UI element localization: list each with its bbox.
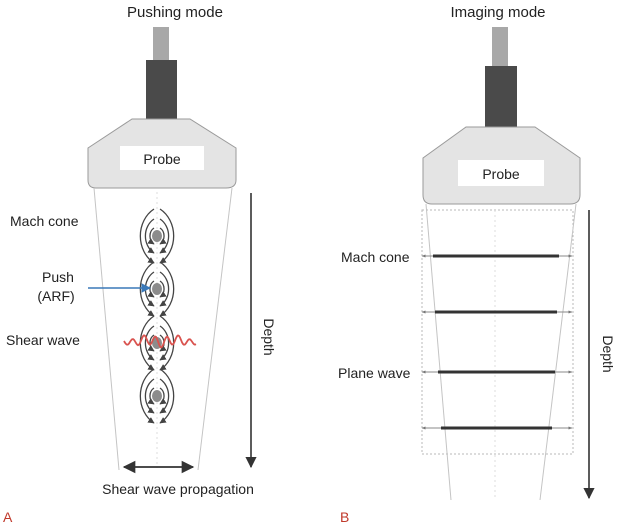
- panel-a-letter: A: [3, 509, 13, 525]
- mach-cone-label: Mach cone: [10, 213, 79, 229]
- probe-b: Probe: [422, 27, 581, 205]
- panel-b-letter: B: [340, 509, 349, 525]
- mach-cone-arc: [139, 261, 155, 317]
- probe-label-box: [458, 160, 544, 186]
- mach-cone-arc: [159, 368, 175, 424]
- mach-cone-arc: [147, 227, 155, 245]
- plane-wave-label: Plane wave: [338, 365, 411, 381]
- imaging-region: [421, 209, 574, 455]
- probe-cable: [492, 27, 508, 67]
- mach-cone-arc: [144, 325, 155, 361]
- mach-cone-arc: [144, 218, 155, 254]
- mach-cone-arc: [159, 208, 175, 264]
- beam-outline-b: [425, 203, 577, 501]
- mach-cone-arc: [159, 271, 170, 307]
- probe-label-box: [120, 146, 204, 170]
- mach-cone-arc: [147, 334, 155, 352]
- panel-b: Imaging mode Probe Mach con: [338, 4, 616, 525]
- push-label: Push: [42, 269, 74, 285]
- mach-cone-arc: [159, 280, 167, 298]
- mach-cone-arc: [147, 387, 155, 405]
- mach-cone-arc: [159, 387, 167, 405]
- probe-handle: [146, 60, 177, 120]
- panel-a: Pushing mode Probe Mach co: [3, 4, 277, 525]
- plane-waves: [421, 254, 573, 430]
- mach-cone-arc: [139, 368, 155, 424]
- probe-label: Probe: [143, 151, 181, 167]
- probe-label: Probe: [482, 166, 520, 182]
- mach-cone-arc: [159, 325, 170, 361]
- mach-cone-arc: [159, 261, 175, 317]
- depth-label-b: Depth: [600, 335, 616, 372]
- probe-a: Probe: [87, 27, 237, 189]
- panel-a-title: Pushing mode: [127, 4, 223, 21]
- probe-handle: [485, 66, 517, 128]
- shear-wave-curve: [123, 334, 197, 349]
- panel-b-title: Imaging mode: [450, 4, 545, 21]
- push-label-arf: (ARF): [37, 288, 74, 304]
- mach-cone-arc: [159, 218, 170, 254]
- mach-cone-label-b: Mach cone: [341, 249, 410, 265]
- propagation-label: Shear wave propagation: [102, 481, 254, 497]
- mach-cone-arc: [144, 378, 155, 414]
- depth-label: Depth: [261, 318, 277, 355]
- mach-cone-arc: [159, 227, 167, 245]
- mach-cone-arc: [139, 208, 155, 264]
- focal-point: [152, 390, 162, 402]
- focal-point: [152, 230, 162, 242]
- mach-cone-arc: [159, 378, 170, 414]
- focal-point: [152, 283, 162, 295]
- probe-cable: [153, 27, 169, 61]
- mach-cone-arcs: [139, 208, 175, 424]
- shear-wave-label: Shear wave: [6, 332, 80, 348]
